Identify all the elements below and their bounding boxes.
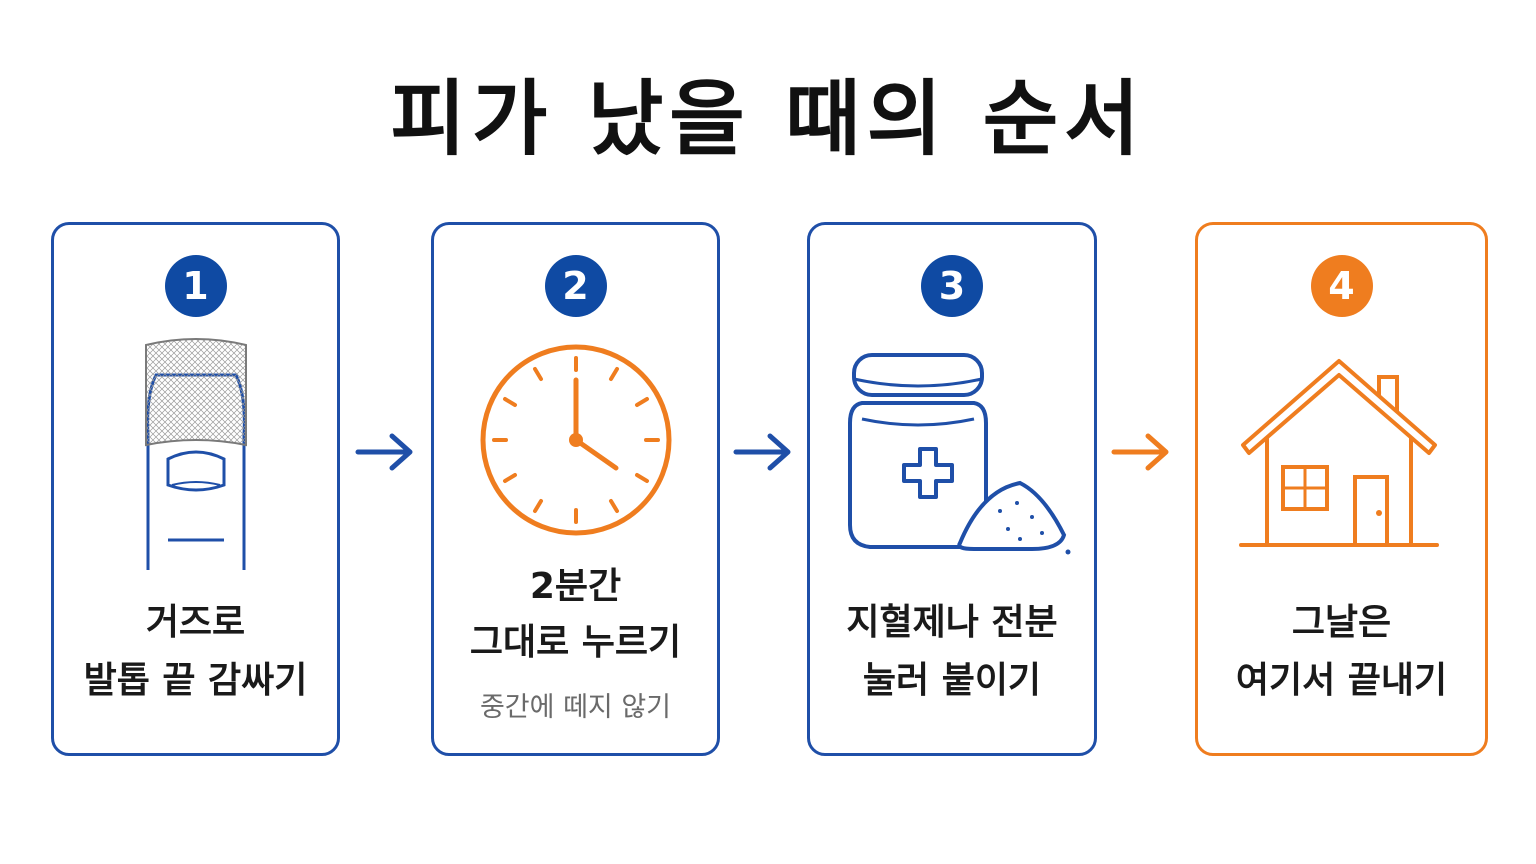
step-number-badge: 1 [164, 255, 227, 317]
step-card-4: 4 그날은 여기서 끝내기 [1195, 222, 1488, 756]
step-card-2: 2 2분간 그대로 누르기 중간에 떼지 않기 [431, 222, 720, 756]
step-card-3: 3 지혈제나 전분 눌러 붙이기 [807, 222, 1097, 756]
arrow-right-icon [1111, 433, 1169, 471]
step-1-label-line2: 발톱 끝 감싸기 [83, 660, 308, 701]
step-2-label-line2: 그대로 누르기 [469, 622, 682, 663]
styptic-jar-powder-icon [848, 353, 1071, 555]
step-1-label-line1: 거즈로 [145, 602, 246, 643]
step-number-badge: 2 [544, 255, 607, 317]
step-card-1: 1 거즈로 발톱 끝 감싸기 [51, 222, 340, 756]
step-number-badge: 4 [1310, 255, 1373, 317]
step-4-label-line1: 그날은 [1291, 602, 1392, 643]
clock-icon [480, 344, 671, 536]
arrow-right-icon [355, 433, 413, 471]
page-title: 피가 났을 때의 순서 [390, 72, 1146, 167]
step-3-label-line2: 눌러 붙이기 [862, 660, 1042, 701]
step-2-label-line1: 2분간 [529, 566, 622, 607]
step-3-label-line1: 지혈제나 전분 [846, 602, 1058, 643]
arrow-right-icon [733, 433, 791, 471]
step-4-label-line2: 여기서 끝내기 [1235, 660, 1448, 701]
step-number-badge: 3 [921, 255, 983, 317]
house-icon [1238, 359, 1439, 547]
step-2-note: 중간에 떼지 않기 [479, 692, 672, 723]
gauze-wrapped-toe-icon [144, 338, 247, 570]
